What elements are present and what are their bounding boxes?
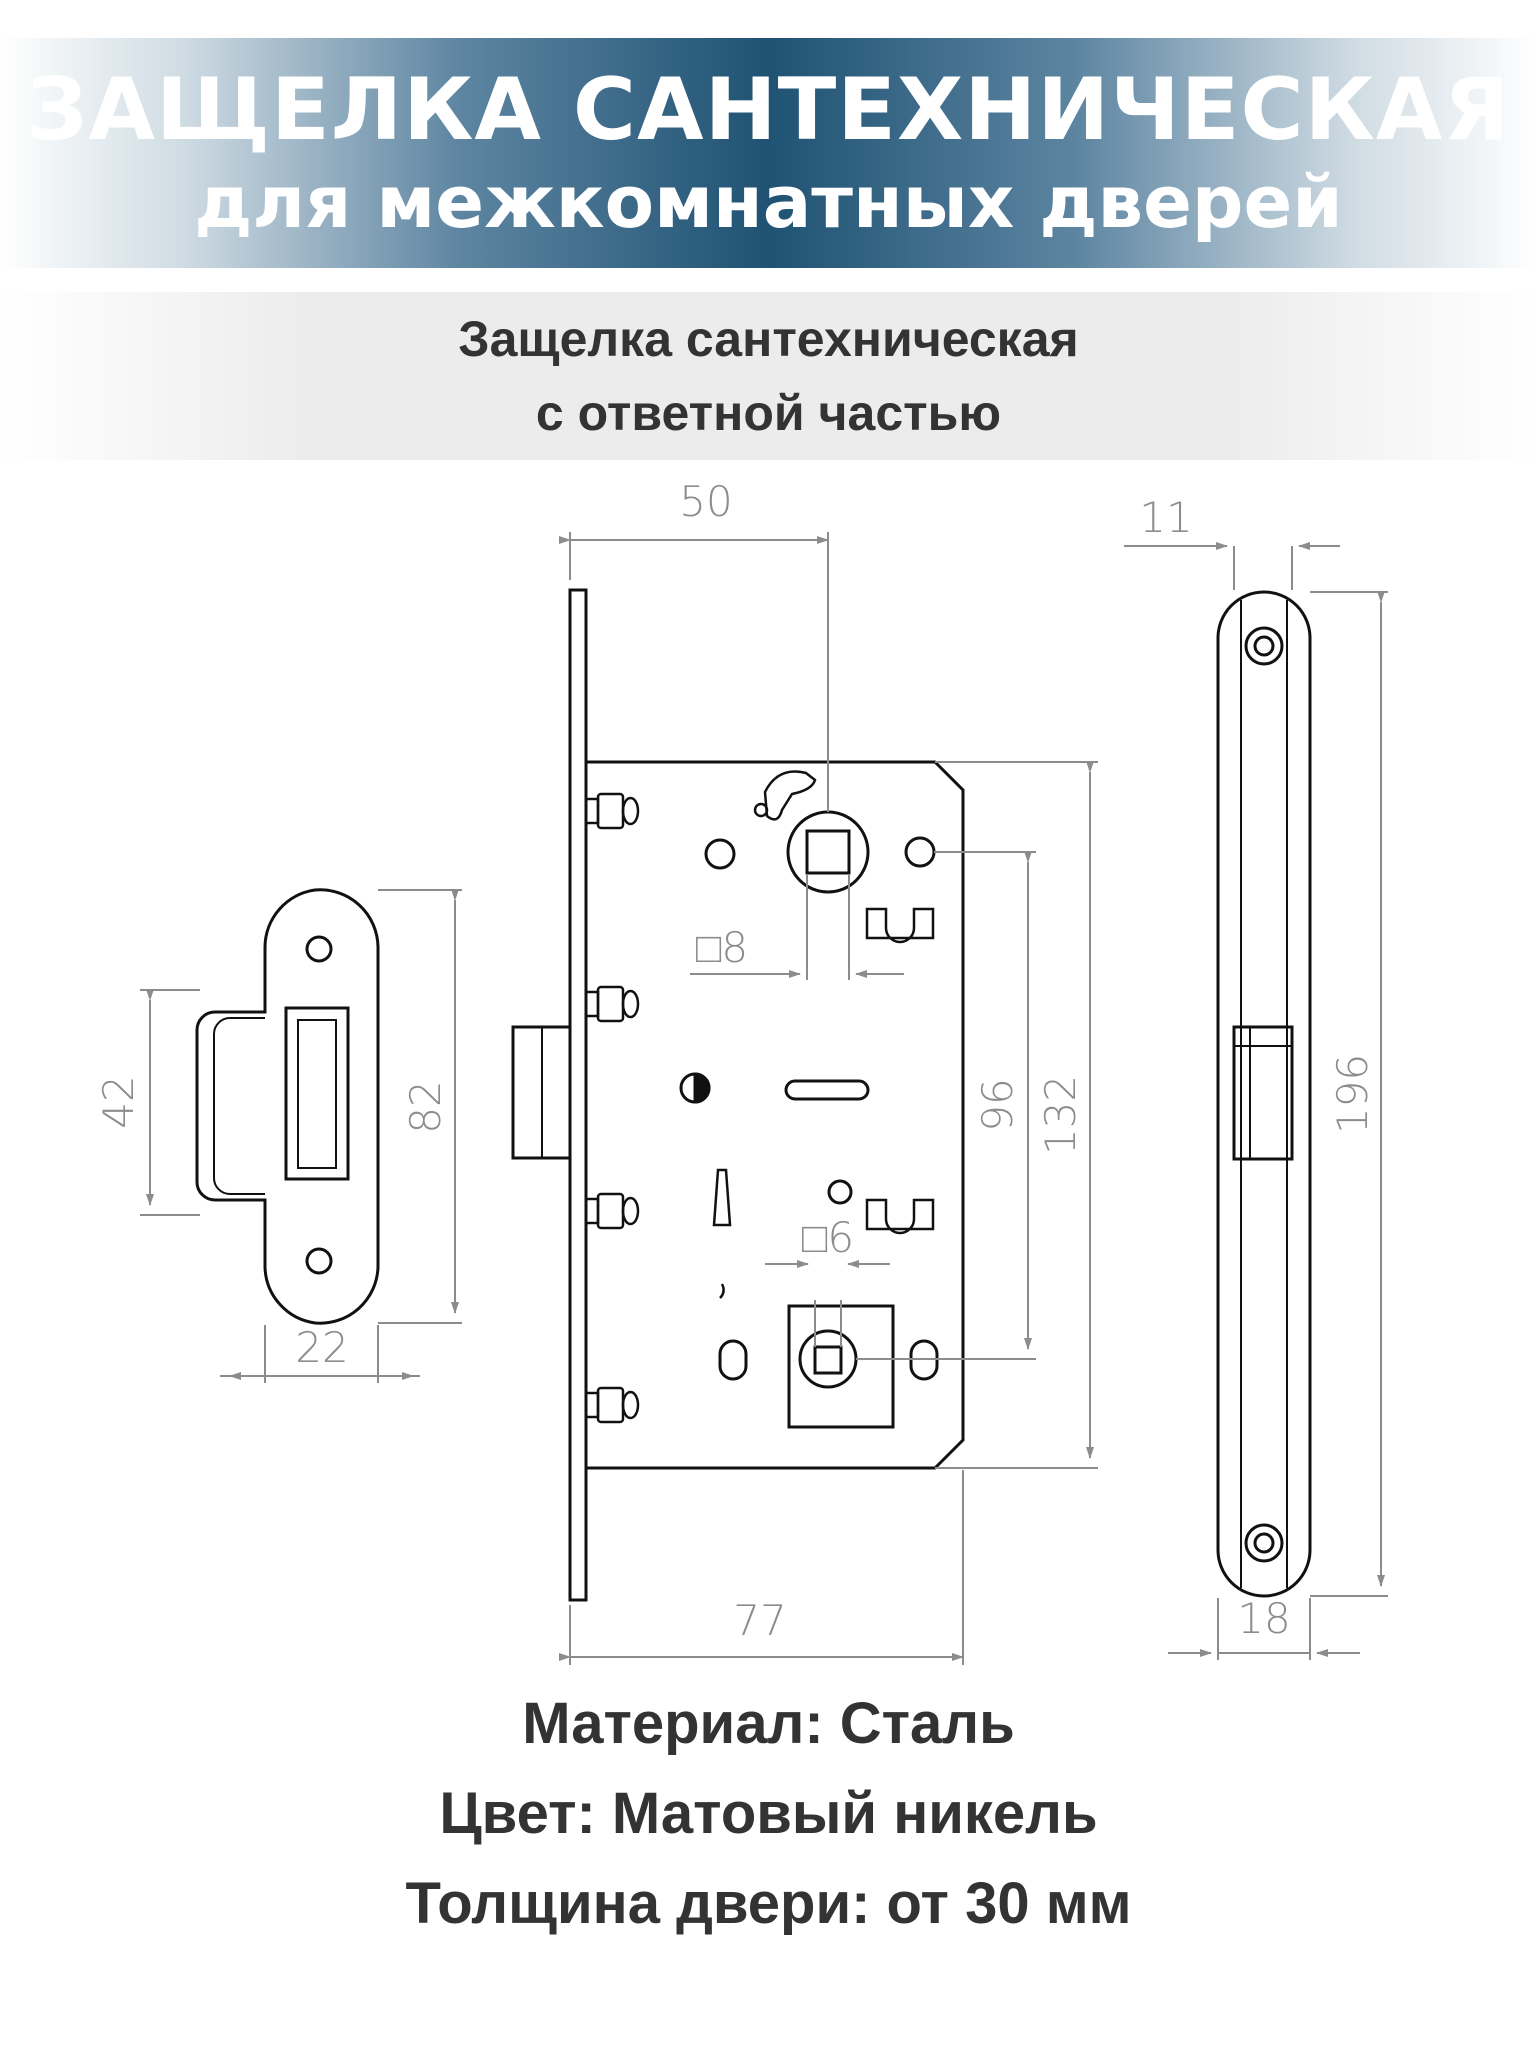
dim-body-width: 77 bbox=[733, 1596, 786, 1645]
oval-hole-left bbox=[718, 1339, 748, 1381]
faceplate-latch-window bbox=[1232, 1025, 1294, 1161]
strike-opening bbox=[284, 1006, 350, 1181]
dim-square-thumbturn: □6 bbox=[802, 1213, 854, 1262]
thumbturn-hub bbox=[798, 1329, 858, 1389]
subheader-line-2: с ответной частью bbox=[535, 385, 1002, 441]
lock-case-outline bbox=[586, 760, 965, 1470]
dim-center-distance: 96 bbox=[973, 1078, 1022, 1131]
strike-screw-hole-bottom bbox=[305, 1247, 333, 1275]
dim-body-height: 132 bbox=[1036, 1075, 1085, 1155]
dim-strike-opening: 42 bbox=[94, 1075, 143, 1128]
faceplate-dimensions bbox=[1124, 542, 1388, 1660]
strike-lip-inner bbox=[213, 1017, 265, 1195]
lock-dimensions bbox=[559, 532, 1098, 1665]
dim-strike-height: 82 bbox=[401, 1080, 450, 1133]
strike-screw-hole-top bbox=[305, 935, 333, 963]
spec-color: Цвет: Матовый никель bbox=[439, 1781, 1098, 1846]
strike-dimensions bbox=[140, 889, 462, 1383]
spindle-hub bbox=[786, 810, 870, 894]
wedge-slot bbox=[712, 1168, 732, 1227]
strike-plate bbox=[195, 888, 380, 1325]
dim-backset: 50 bbox=[679, 480, 732, 526]
faceplate-screw-top bbox=[1244, 626, 1284, 666]
dim-strike-depth: 22 bbox=[295, 1323, 348, 1372]
tripper bbox=[763, 770, 817, 821]
u-slot-bottom bbox=[865, 1198, 935, 1235]
case-hole-tr bbox=[904, 836, 936, 868]
case-hole-mid-right bbox=[827, 1179, 853, 1205]
dim-faceplate-thickness: 11 bbox=[1139, 493, 1192, 542]
spec-door-thickness: Толщина двери: от 30 мм bbox=[405, 1871, 1132, 1936]
dim-square-spindle: □8 bbox=[696, 923, 748, 972]
case-hole-tl bbox=[704, 838, 736, 870]
strike-plate-outline bbox=[195, 888, 380, 1325]
faceplate-front bbox=[1216, 590, 1312, 1598]
banner-subtitle: для межкомнатных дверей bbox=[194, 160, 1343, 244]
u-slot-top bbox=[865, 907, 935, 944]
thumbturn-square bbox=[813, 1345, 843, 1375]
dim-faceplate-height: 196 bbox=[1328, 1054, 1377, 1134]
subheader-line-1: Защелка сантехническая bbox=[458, 311, 1079, 367]
title-banner: ЗАЩЕЛКА САНТЕХНИЧЕСКАЯ для межкомнатных … bbox=[0, 38, 1537, 268]
dim-faceplate-width: 18 bbox=[1237, 1594, 1290, 1643]
lock-body bbox=[511, 588, 965, 1602]
subheader-panel: Защелка сантехническая с ответной частью bbox=[0, 292, 1537, 460]
faceplate-screw-bottom bbox=[1244, 1523, 1284, 1563]
technical-drawing: 82 42 22 bbox=[94, 480, 1388, 1665]
spec-material: Материал: Сталь bbox=[522, 1691, 1015, 1756]
faceplate-outline bbox=[1216, 590, 1312, 1598]
faceplate-side bbox=[568, 588, 588, 1602]
case-rivets bbox=[584, 792, 640, 1424]
center-slot bbox=[784, 1079, 870, 1101]
spindle-square bbox=[805, 829, 851, 875]
banner-title: ЗАЩЕЛКА САНТЕХНИЧЕСКАЯ bbox=[26, 60, 1511, 160]
